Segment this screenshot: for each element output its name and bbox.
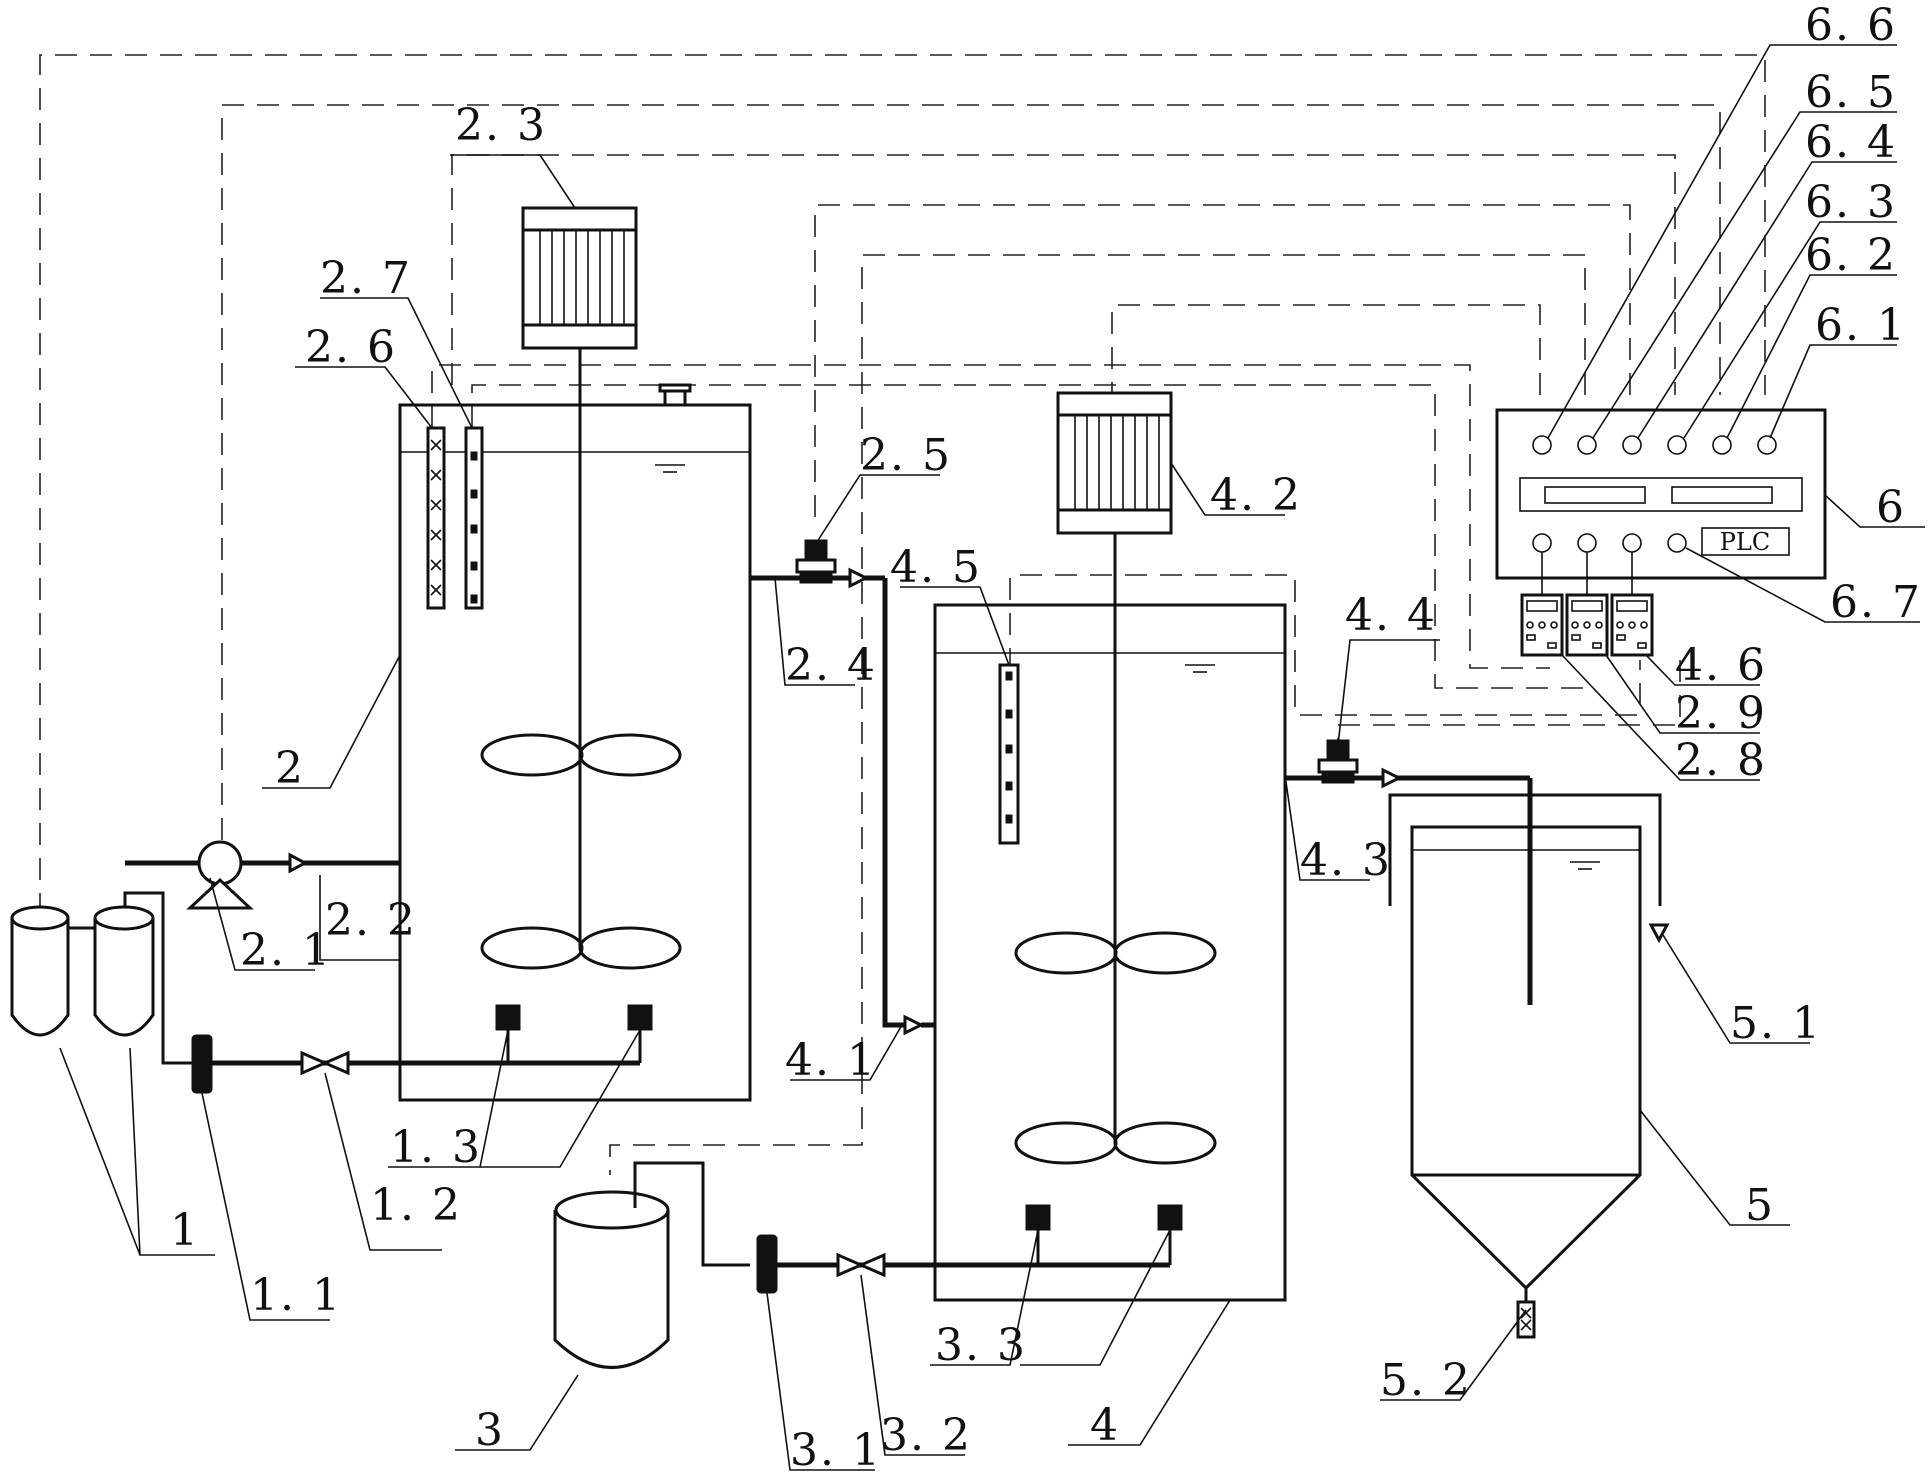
label-1-3: 1. 3 xyxy=(390,1122,482,1173)
label-6-5: 6. 5 xyxy=(1805,67,1897,118)
plc-label: PLC xyxy=(1720,528,1770,556)
label-6-7: 6. 7 xyxy=(1830,577,1922,628)
label-4-6: 4. 6 xyxy=(1675,640,1767,691)
label-2-5: 2. 5 xyxy=(860,430,952,481)
label-2-1: 2. 1 xyxy=(240,925,332,976)
panel-bottom-knobs xyxy=(1532,533,1687,553)
flow-meter-1-1 xyxy=(191,1034,213,1094)
probe-2-7 xyxy=(464,426,484,610)
reactor-tank-4 xyxy=(933,603,1287,1302)
plc-control-panel xyxy=(1495,408,1827,580)
aerators-1-3 xyxy=(495,1004,653,1063)
aerators-3-3 xyxy=(1025,1204,1183,1265)
panel-top-knobs xyxy=(1532,435,1777,455)
probe-4-5 xyxy=(998,663,1020,845)
label-6-2: 6. 2 xyxy=(1805,230,1897,281)
label-3-1: 3. 1 xyxy=(790,1425,882,1476)
reactor-tank-2 xyxy=(398,383,752,1102)
label-3: 3 xyxy=(475,1405,505,1456)
drain-valve-5-2 xyxy=(1516,1300,1536,1339)
label-6: 6 xyxy=(1876,482,1906,533)
leader-lines xyxy=(59,44,1925,1471)
controller-2-9 xyxy=(1565,593,1609,657)
stirrer-4 xyxy=(1014,533,1217,1165)
stirrer-2 xyxy=(480,348,682,970)
gas-cylinders xyxy=(10,891,200,1065)
label-6-3: 6. 3 xyxy=(1805,177,1897,228)
label-2: 2 xyxy=(275,743,305,794)
label-4-2: 4. 2 xyxy=(1210,470,1302,521)
settling-tank-5 xyxy=(1388,793,1670,1302)
controller-2-8 xyxy=(1520,593,1564,657)
label-3-2: 3. 2 xyxy=(880,1410,972,1461)
sensor-4-4 xyxy=(1317,739,1359,784)
flow-meter-3-1 xyxy=(756,1234,778,1294)
probe-2-6 xyxy=(426,426,446,610)
label-6-4: 6. 4 xyxy=(1805,117,1897,168)
stirrer-motor-4-2 xyxy=(1056,391,1173,535)
outlet-4-3 xyxy=(1285,767,1533,1005)
control-signal-lines xyxy=(39,54,1766,1175)
callout-labels: 6. 6 6. 5 6. 4 6. 3 6. 2 6. 1 6 6. 7 4. … xyxy=(170,0,1922,1476)
gas-cylinder-3 xyxy=(553,1161,750,1369)
label-5-2: 5. 2 xyxy=(1380,1355,1472,1406)
label-2-6: 2. 6 xyxy=(305,322,397,373)
label-4-5: 4. 5 xyxy=(890,542,982,593)
label-3-3: 3. 3 xyxy=(935,1320,1027,1371)
label-5: 5 xyxy=(1745,1180,1775,1231)
label-2-8: 2. 8 xyxy=(1675,735,1767,786)
valve-3-2 xyxy=(836,1252,886,1278)
label-6-1: 6. 1 xyxy=(1815,300,1907,351)
label-1-1: 1. 1 xyxy=(250,1270,342,1321)
label-6-6: 6. 6 xyxy=(1805,0,1897,51)
label-2-7: 2. 7 xyxy=(320,253,412,304)
pump-2-1 xyxy=(125,840,400,910)
controller-4-6 xyxy=(1610,593,1654,657)
label-1-2: 1. 2 xyxy=(370,1180,462,1231)
label-2-2: 2. 2 xyxy=(325,895,417,946)
label-4-4: 4. 4 xyxy=(1345,590,1437,641)
label-2-4: 2. 4 xyxy=(785,640,877,691)
label-4-1: 4. 1 xyxy=(785,1035,877,1086)
stirrer-motor-2-3 xyxy=(521,206,638,350)
label-2-3: 2. 3 xyxy=(455,100,547,151)
sensor-2-5 xyxy=(795,539,837,584)
label-5-1: 5. 1 xyxy=(1730,998,1822,1049)
label-4-3: 4. 3 xyxy=(1300,835,1392,886)
valve-1-2 xyxy=(300,1050,350,1076)
label-4: 4 xyxy=(1090,1400,1120,1451)
label-2-9: 2. 9 xyxy=(1675,688,1767,739)
label-1: 1 xyxy=(170,1205,200,1256)
